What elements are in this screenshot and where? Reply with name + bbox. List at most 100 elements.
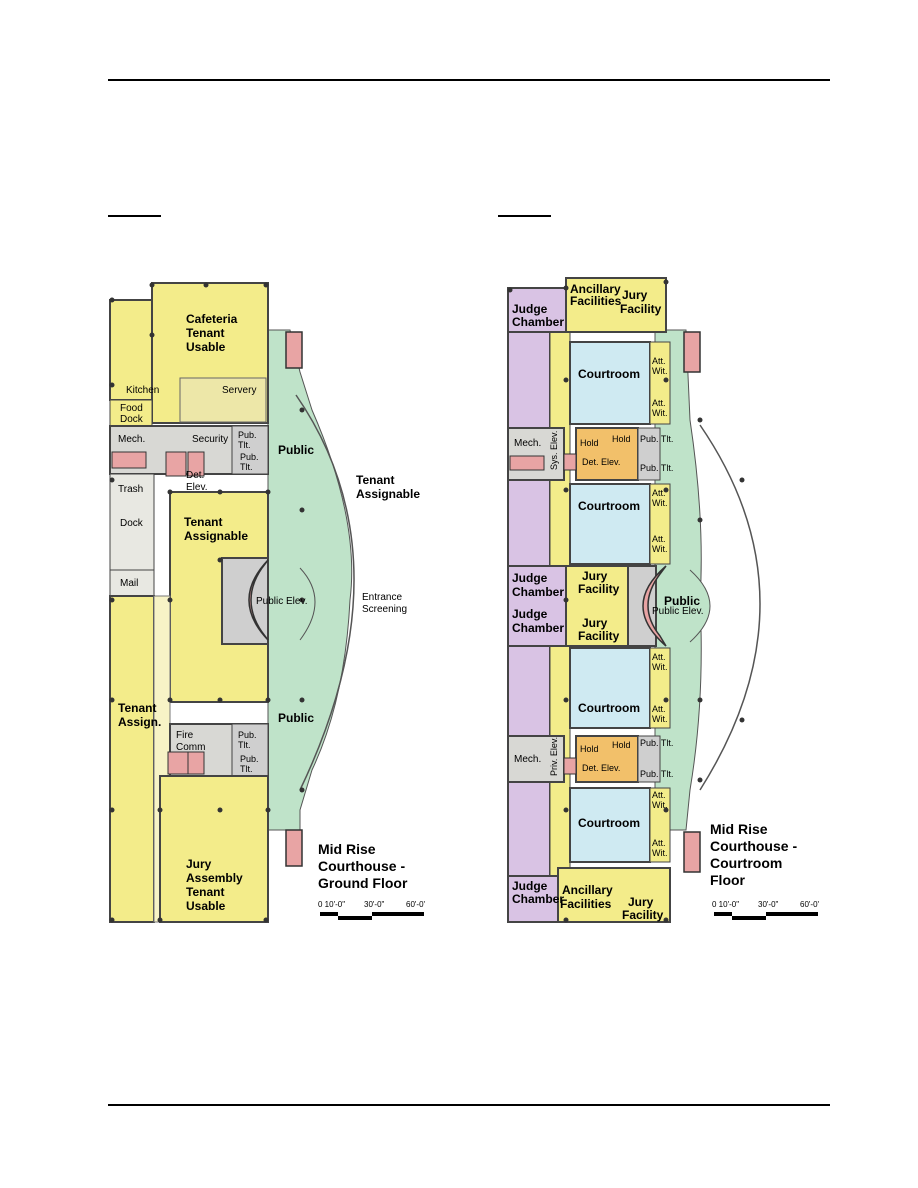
court-public-elev-fan bbox=[642, 565, 667, 647]
court-pub-tlt-2b-label: Pub. Tlt. bbox=[640, 769, 673, 779]
court-priv-elev-label: Priv. Elev. bbox=[549, 737, 559, 776]
ground-jury-assembly-zone bbox=[159, 775, 269, 923]
court-att-wit-2-label: Att. Wit. bbox=[652, 398, 668, 418]
court-jury-top-label: Jury Facility bbox=[620, 288, 662, 316]
ground-pub-tlt-2b-label: Pub. Tlt. bbox=[240, 754, 261, 774]
court-room-2 bbox=[569, 483, 651, 565]
court-det-elev-2-label: Det. Elev. bbox=[582, 763, 620, 773]
ground-mail-label: Mail bbox=[120, 578, 138, 589]
svg-text:60'-0': 60'-0' bbox=[800, 900, 820, 909]
court-hold-1a-label: Hold bbox=[580, 438, 599, 448]
ground-kitchen-label: Kitchen bbox=[126, 385, 159, 396]
court-hold-2 bbox=[575, 735, 639, 783]
ground-elev-1 bbox=[111, 451, 147, 469]
ground-tenant-assign-zone bbox=[109, 595, 155, 923]
court-courtroom-4-label: Courtroom bbox=[578, 816, 640, 830]
court-attwit-strip-2 bbox=[649, 483, 671, 565]
court-sys-elev-label: Sys. Elev. bbox=[549, 431, 559, 470]
ground-lobby-arc bbox=[299, 567, 316, 641]
svg-text:0 10'-0": 0 10'-0" bbox=[318, 900, 345, 909]
right-heading-underline bbox=[498, 215, 551, 217]
header-rule bbox=[108, 79, 830, 81]
court-att-wit-8-label: Att. Wit. bbox=[652, 838, 668, 858]
court-service-core-1 bbox=[507, 427, 565, 481]
ground-jury-assembly-label: Jury Assembly Tenant Usable bbox=[186, 857, 246, 913]
ground-public-elev-label: Public Elev. bbox=[256, 596, 308, 607]
ground-fooddock-zone bbox=[109, 399, 153, 427]
court-elev-1 bbox=[509, 455, 545, 471]
ground-servery-zone bbox=[179, 377, 267, 423]
ground-cafeteria-label: Cafeteria Tenant Usable bbox=[186, 312, 241, 354]
ground-scale-bar: 0 10'-0" 30'-0" 60'-0' bbox=[318, 900, 426, 920]
court-att-wit-5-label: Att. Wit. bbox=[652, 652, 668, 672]
ground-tenant-assignable-label: Tenant Assignable bbox=[184, 515, 248, 543]
court-bottom-facilities bbox=[557, 867, 671, 923]
courtroom-scale-bar: 0 10'-0" 30'-0" 60'-0' bbox=[712, 900, 820, 920]
court-att-wit-1-label: Att. Wit. bbox=[652, 356, 668, 376]
court-stair-bottom bbox=[683, 831, 701, 873]
ground-pub-tlt-2a-label: Pub. Tlt. bbox=[238, 730, 259, 750]
court-public-elev-label: Public Elev. bbox=[652, 606, 704, 617]
ground-toilet-core-1 bbox=[231, 425, 269, 475]
court-judge-chamber-top bbox=[507, 287, 567, 333]
court-ancillary-bottom-label: Ancillary Facilities bbox=[560, 883, 616, 911]
court-hold-2a-label: Hold bbox=[580, 744, 599, 754]
court-jury-bottom-label: Jury Facility bbox=[622, 895, 664, 922]
ground-pub-tlt-1b-label: Pub. Tlt. bbox=[240, 452, 261, 472]
court-room-3 bbox=[569, 647, 651, 729]
court-jury-mid-2-label: Jury Facility bbox=[578, 616, 620, 643]
court-judge-mid bbox=[507, 565, 567, 647]
ground-det-elev-box bbox=[165, 451, 187, 477]
court-stair-top bbox=[683, 331, 701, 373]
ground-stair-top bbox=[285, 331, 303, 369]
ground-entrance-label: Entrance Screening bbox=[362, 592, 407, 615]
court-courtroom-1-label: Courtroom bbox=[578, 367, 640, 381]
court-judge-chamber-3-label: Judge Chamber bbox=[512, 607, 564, 635]
court-outer-arc bbox=[699, 424, 761, 791]
court-hold-2b-label: Hold bbox=[612, 740, 631, 750]
svg-text:0 10'-0": 0 10'-0" bbox=[712, 900, 739, 909]
ground-mech-label: Mech. bbox=[118, 434, 145, 445]
ground-det-elev-box-2 bbox=[187, 451, 205, 477]
court-toilet-1 bbox=[637, 427, 661, 481]
courtroom-floor-caption: Mid Rise Courthouse - Courtroom Floor bbox=[710, 821, 801, 888]
svg-text:60'-0': 60'-0' bbox=[406, 900, 426, 909]
ground-fire-elev bbox=[167, 751, 189, 775]
court-det-elev-2 bbox=[563, 757, 577, 775]
court-att-wit-7-label: Att. Wit. bbox=[652, 790, 668, 810]
courtroom-floor-plan: Ancillary Facilities Jury Facility Judge… bbox=[507, 277, 820, 923]
svg-text:30'-0": 30'-0" bbox=[364, 900, 385, 909]
left-heading-underline bbox=[108, 215, 161, 217]
ground-trash-label: Trash bbox=[118, 484, 143, 495]
ground-servery-label: Servery bbox=[222, 385, 256, 396]
court-det-elev-1-label: Det. Elev. bbox=[582, 457, 620, 467]
ground-floor-plan: Cafeteria Tenant Usable Kitchen Servery … bbox=[109, 282, 426, 923]
court-judge-chamber-2-label: Judge Chamber bbox=[512, 571, 564, 599]
court-pub-tlt-2a-label: Pub. Tlt. bbox=[640, 738, 673, 748]
footer-rule bbox=[108, 1104, 830, 1106]
ground-public-upper-label: Public bbox=[278, 443, 314, 457]
ground-det-elev-label: Det. Elev. bbox=[186, 470, 208, 493]
ground-tenant-assign-label: Tenant Assign. bbox=[118, 701, 161, 729]
ground-food-dock-label: Food Dock bbox=[120, 403, 146, 425]
ground-toilet-core-2 bbox=[231, 723, 269, 777]
ground-security-label: Security bbox=[192, 434, 228, 445]
court-pub-tlt-1a-label: Pub. Tlt. bbox=[640, 434, 673, 444]
court-mech-1-label: Mech. bbox=[514, 438, 541, 449]
ground-floor-caption: Mid Rise Courthouse - Ground Floor bbox=[318, 841, 409, 891]
ground-outer-arc bbox=[295, 394, 355, 791]
court-attwit-strip-3 bbox=[649, 647, 671, 729]
court-att-wit-6-label: Att. Wit. bbox=[652, 704, 668, 724]
court-mech-2-label: Mech. bbox=[514, 754, 541, 765]
court-lobby-arc bbox=[689, 569, 711, 643]
ground-pub-tlt-1a-label: Pub. Tlt. bbox=[238, 430, 259, 450]
court-courtroom-3-label: Courtroom bbox=[578, 701, 640, 715]
ground-mail-zone bbox=[109, 569, 155, 597]
court-columns bbox=[507, 279, 745, 923]
court-attwit-strip-1 bbox=[649, 341, 671, 425]
ground-dock-label: Dock bbox=[120, 518, 144, 529]
court-attwit-strip-4 bbox=[649, 787, 671, 863]
court-det-elev-1 bbox=[563, 453, 577, 471]
ground-columns bbox=[109, 282, 305, 923]
ground-fire-comm-label: Fire Comm bbox=[176, 730, 205, 753]
